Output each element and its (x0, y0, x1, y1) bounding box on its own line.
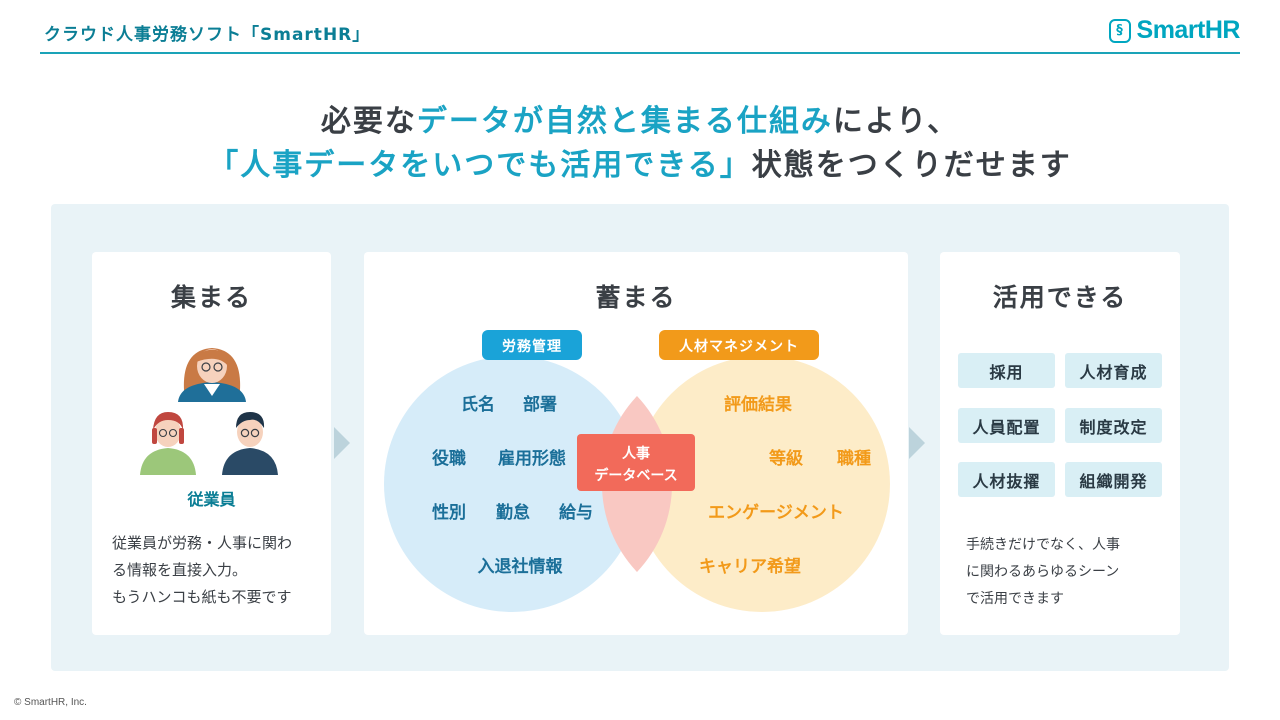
hr-database-line-1: 人事 (622, 445, 650, 462)
labor-item: 役職 (432, 448, 466, 469)
hr-database-line-2: データベース (594, 467, 677, 484)
copyright: © SmartHR, Inc. (14, 697, 87, 708)
use-tag: 組織開発 (1065, 462, 1162, 497)
flow-arrow-icon (909, 427, 925, 459)
store-card: 蓄まる 労務管理 人材マネジメント 氏名 部署 役職 雇用形態 性別 勤怠 給与… (364, 252, 908, 635)
talent-management-label: 人材マネジメント (679, 338, 799, 355)
use-card: 活用できる 採用 人材育成 人員配置 制度改定 人材抜擢 組織開発 手続きだけで… (940, 252, 1180, 635)
talent-item: エンゲージメント (708, 502, 844, 523)
labor-item: 入退社情報 (478, 556, 564, 577)
labor-item: 性別 (432, 502, 466, 523)
labor-management-circle (384, 356, 640, 612)
smarthr-logo: § SmartHR (1108, 16, 1241, 45)
labor-item: 雇用形態 (498, 448, 566, 469)
use-tag: 人材育成 (1065, 353, 1162, 388)
headline-line-2: 「人事データをいつでも活用できる」状態をつくりだせます (208, 148, 1072, 183)
labor-item: 給与 (559, 502, 593, 523)
talent-management-circle (634, 356, 890, 612)
flow-arrow-icon (334, 427, 350, 459)
logo-badge-icon: § (1108, 18, 1131, 43)
talent-item: 等級 (769, 448, 803, 469)
collect-title: 集まる (170, 283, 252, 312)
labor-item: 勤怠 (496, 502, 530, 523)
hr-database-box (577, 434, 695, 491)
use-description: 手続きだけでなく、人事 に関わるあらゆるシーン で活用できます (966, 537, 1120, 607)
talent-item: 職種 (837, 448, 871, 469)
collect-description: 従業員が労務・人事に関わ る情報を直接入力。 もうハンコも紙も不要です (112, 534, 293, 606)
labor-management-label: 労務管理 (502, 338, 562, 355)
people-icon (140, 348, 278, 475)
talent-item: キャリア希望 (699, 556, 801, 577)
talent-item: 評価結果 (724, 394, 792, 415)
use-tag: 制度改定 (1065, 408, 1162, 443)
logo-text: SmartHR (1136, 16, 1241, 44)
use-tag: 採用 (958, 353, 1055, 388)
labor-management-pill (482, 330, 582, 360)
talent-management-pill (659, 330, 819, 360)
employee-label: 従業員 (187, 490, 236, 509)
store-title: 蓄まる (595, 283, 677, 312)
headline-line-1: 必要なデータが自然と集まる仕組みにより、 (320, 104, 960, 139)
collect-card: 集まる 従業員 従業員が労務・人事に関わ る情報を直接入力。 もうハンコも紙も不… (92, 252, 331, 635)
use-title: 活用できる (992, 283, 1128, 312)
labor-item: 氏名 (461, 394, 495, 415)
use-tag: 人材抜擢 (958, 462, 1055, 497)
labor-item: 部署 (523, 394, 557, 415)
header-title: クラウド人事労務ソフト「SmartHR」 (44, 25, 371, 45)
header-divider (40, 52, 1240, 54)
use-tag: 人員配置 (958, 408, 1055, 443)
venn-diagram: 労務管理 人材マネジメント 氏名 部署 役職 雇用形態 性別 勤怠 給与 入退社… (384, 330, 890, 612)
